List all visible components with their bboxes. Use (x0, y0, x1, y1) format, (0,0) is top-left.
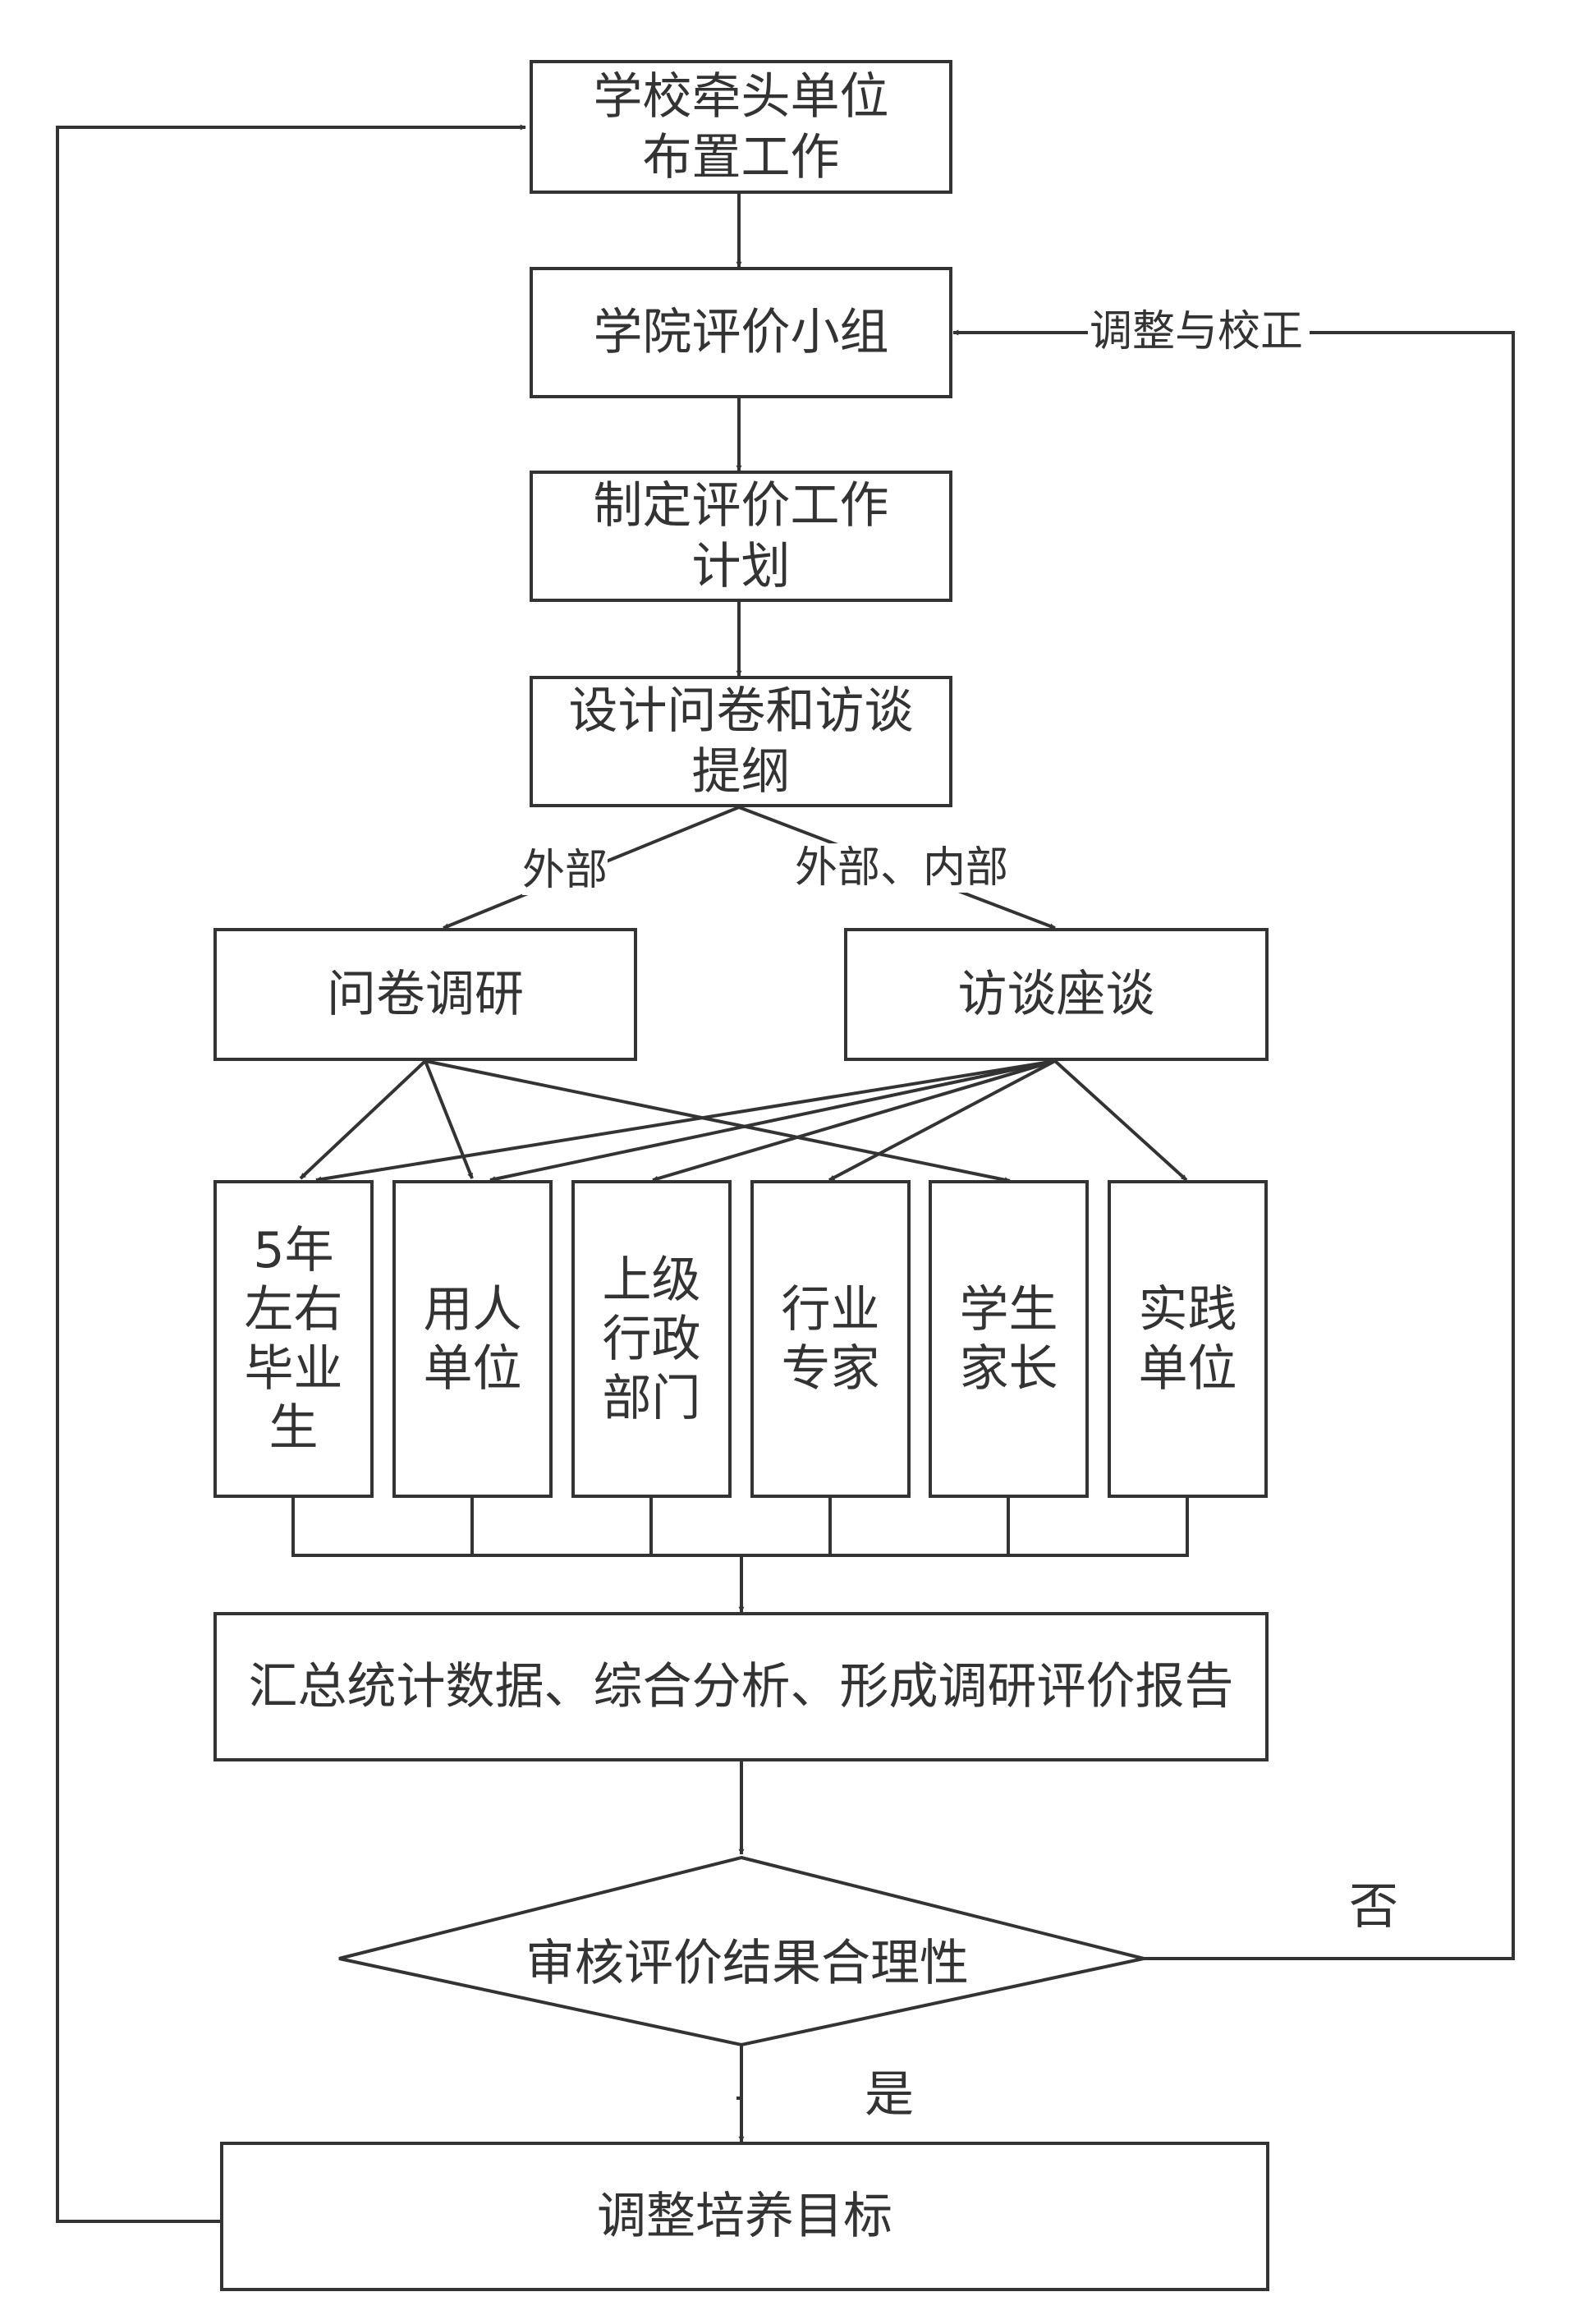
loop-line (56, 124, 526, 2223)
box-adjust: 调整培养目标 (220, 2142, 1269, 2291)
arrow-interview-to-experts (828, 1059, 1056, 1182)
label-no: 否 (1349, 1878, 1398, 1936)
arrow-interview-to-employers (489, 1059, 1056, 1183)
box-survey: 问卷调研 (213, 928, 637, 1061)
box-summary: 汇总统计数据、综合分析、形成调研评价报告 (213, 1612, 1269, 1761)
box-design: 设计问卷和访谈 提纲 (530, 676, 952, 807)
box-target-graduates: 5年 左右 毕业 生 (213, 1180, 374, 1498)
box-eval-group: 学院评价小组 (530, 267, 952, 398)
box-target-employers: 用人 单位 (392, 1180, 553, 1498)
arrow-survey-to-graduates (299, 1059, 427, 1180)
label-yes: 是 (865, 2066, 914, 2124)
label-external-internal: 外部、内部 (795, 843, 1009, 893)
arrow-interview-to-admin (652, 1059, 1056, 1182)
label-adjust-correct: 调整与校正 (1090, 307, 1304, 356)
box-target-experts: 行业 专家 (750, 1180, 911, 1498)
box-interview: 访谈座谈 (844, 928, 1269, 1061)
label-external: 外部 (522, 846, 608, 895)
box-target-practice: 实践 单位 (1108, 1180, 1268, 1498)
review-label: 审核评价结果合理性 (525, 1934, 969, 1992)
arrow-interview-to-practice (1053, 1059, 1188, 1182)
feedback-line (1144, 331, 1515, 1960)
arrow-interview-to-graduates (315, 1059, 1056, 1183)
arrow-survey-to-employers (424, 1060, 474, 1179)
box-plan: 制定评价工作 计划 (530, 471, 952, 602)
arrow-survey-to-parents (424, 1059, 1011, 1183)
box-start: 学校牵头单位 布置工作 (530, 60, 952, 194)
box-target-admin: 上级 行政 部门 (571, 1180, 732, 1498)
bracket-merge (291, 1496, 1189, 1557)
box-target-parents: 学生 家长 (929, 1180, 1089, 1498)
